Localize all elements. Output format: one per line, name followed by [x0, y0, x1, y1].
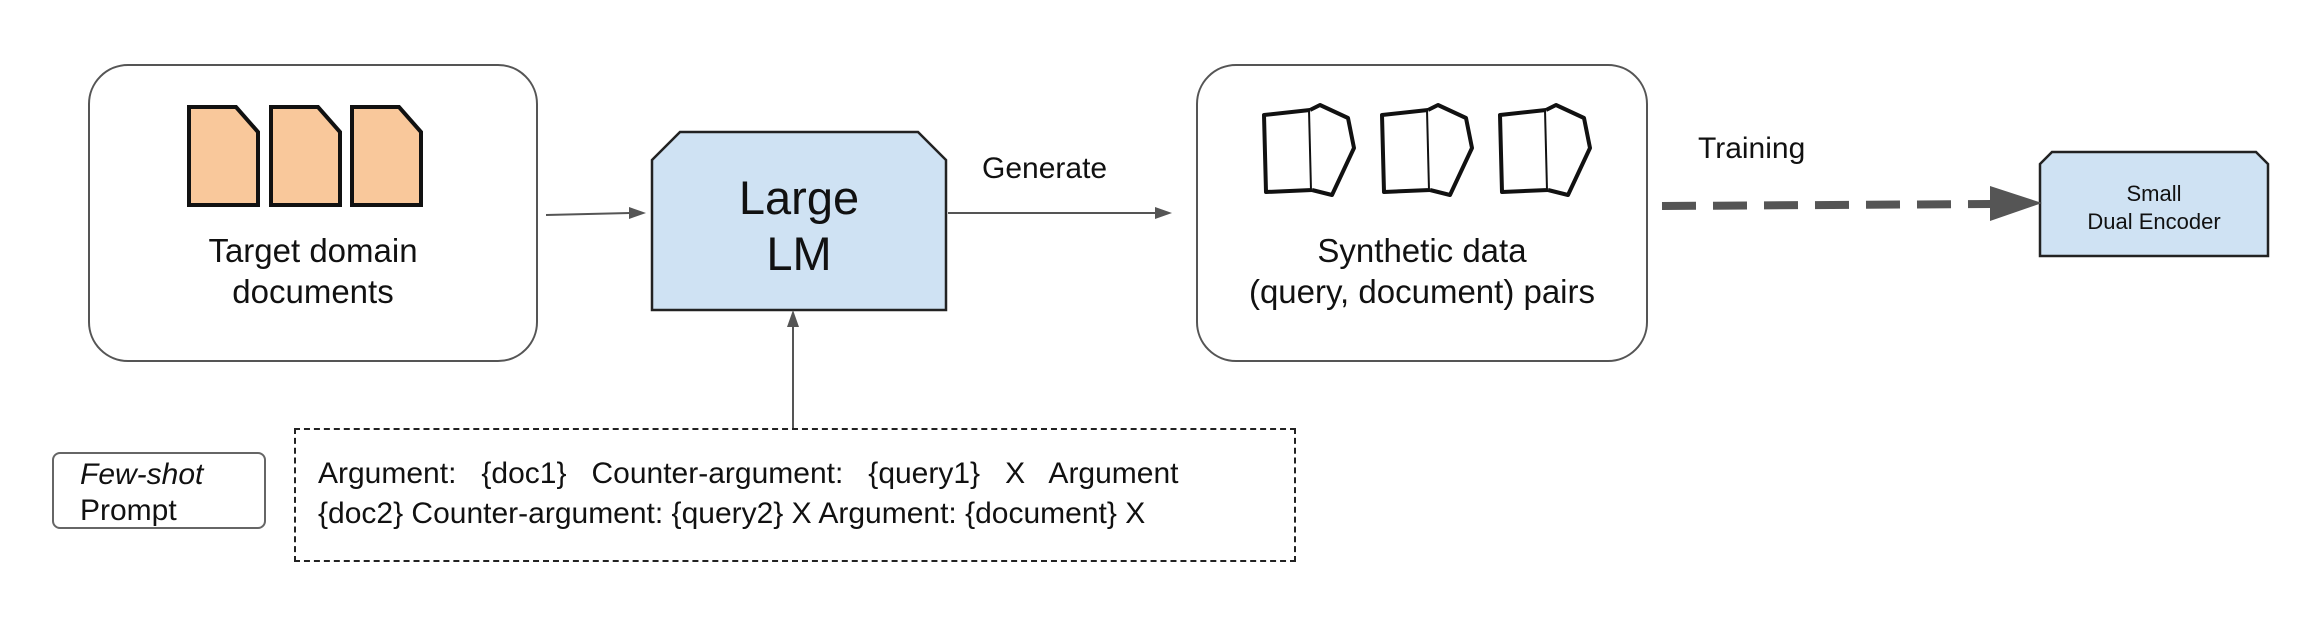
dual-encoder-box [2038, 150, 2270, 258]
target-documents-label: Target domain documents [88, 230, 538, 313]
large-lm-label: Large LM [650, 170, 948, 283]
few-shot-prompt-label-box: Few-shot Prompt [52, 452, 266, 529]
prompt-template-line2: {doc2} Counter-argument: {query2} X Argu… [318, 497, 1146, 530]
arrow-lm-to-synthetic [948, 207, 1172, 219]
synthetic-data-label-line2: (query, document) pairs [1248, 273, 1596, 311]
large-lm-label-line2: LM [766, 227, 832, 281]
dual-encoder-label-line1: Small [2126, 181, 2182, 206]
dual-encoder-label-line2: Dual Encoder [2087, 208, 2221, 234]
prompt-label: Prompt [80, 494, 177, 527]
folded-paper-icon [1262, 103, 1356, 197]
folded-paper-icon [1380, 103, 1474, 197]
synthetic-pair-icons [1262, 103, 1592, 197]
document-icon [350, 105, 423, 207]
large-lm-label-line1: Large [738, 171, 860, 224]
dual-encoder-label: Small Dual Encoder [2038, 180, 2270, 235]
arrow-documents-to-lm [545, 207, 646, 219]
prompt-template-line1: Argument: {doc1} Counter-argument: {quer… [318, 457, 1179, 490]
document-icons [187, 105, 423, 207]
generate-label: Generate [982, 152, 1108, 185]
training-label: Training [1698, 132, 1806, 165]
few-shot-label: Few-shot [80, 458, 204, 491]
folded-paper-icon [1498, 103, 1592, 197]
arrow-prompt-to-lm [787, 310, 799, 428]
document-icon [187, 105, 260, 207]
synthetic-data-label-line1: Synthetic data [1317, 232, 1527, 269]
dashed-arrow-training [1661, 186, 2042, 221]
prompt-template-box [294, 428, 1296, 562]
document-icon [269, 105, 342, 207]
large-lm-box [650, 130, 948, 312]
target-documents-label-line1: Target domain [208, 232, 418, 269]
target-documents-label-line2: documents [232, 273, 394, 311]
synthetic-data-label: Synthetic data (query, document) pairs [1196, 230, 1648, 313]
